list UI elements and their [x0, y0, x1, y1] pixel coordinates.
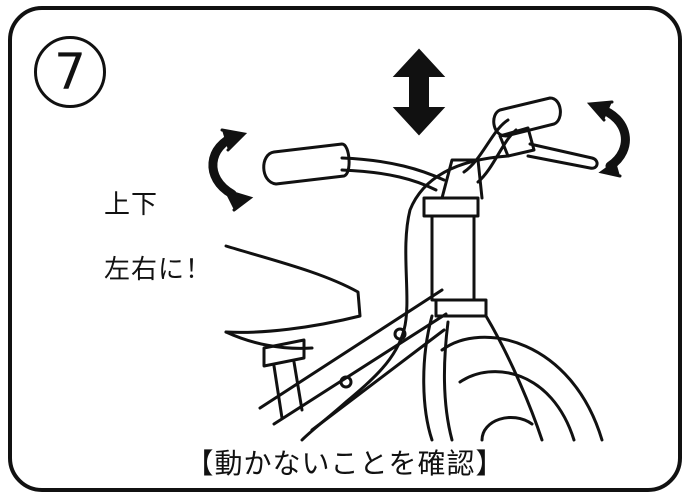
brake-cable [300, 154, 510, 442]
seat [224, 244, 362, 334]
brake-lever [498, 126, 536, 158]
step-number: 7 [34, 36, 106, 108]
right-grip [492, 96, 562, 138]
caption: 【動かないことを確認】 [185, 447, 505, 480]
rotate-arrow-right-icon [586, 100, 630, 178]
rotate-arrow-left-icon [208, 128, 254, 212]
instruction-panel: 7 上下 左右に！ 【動かないことを確認】 [8, 6, 682, 492]
top-tube [258, 288, 444, 410]
direction-note: 上下 左右に！ [104, 156, 212, 319]
up-down-arrow-icon [392, 48, 446, 136]
left-grip [262, 142, 351, 186]
head-tube [430, 214, 476, 302]
note-line-1: 上下 [104, 189, 159, 220]
bicycle-handlebar-illustration [208, 48, 630, 442]
note-line-2: 左右に！ [104, 254, 213, 285]
front-wheel [440, 335, 604, 442]
fork [422, 314, 434, 442]
seat-post [262, 338, 306, 368]
